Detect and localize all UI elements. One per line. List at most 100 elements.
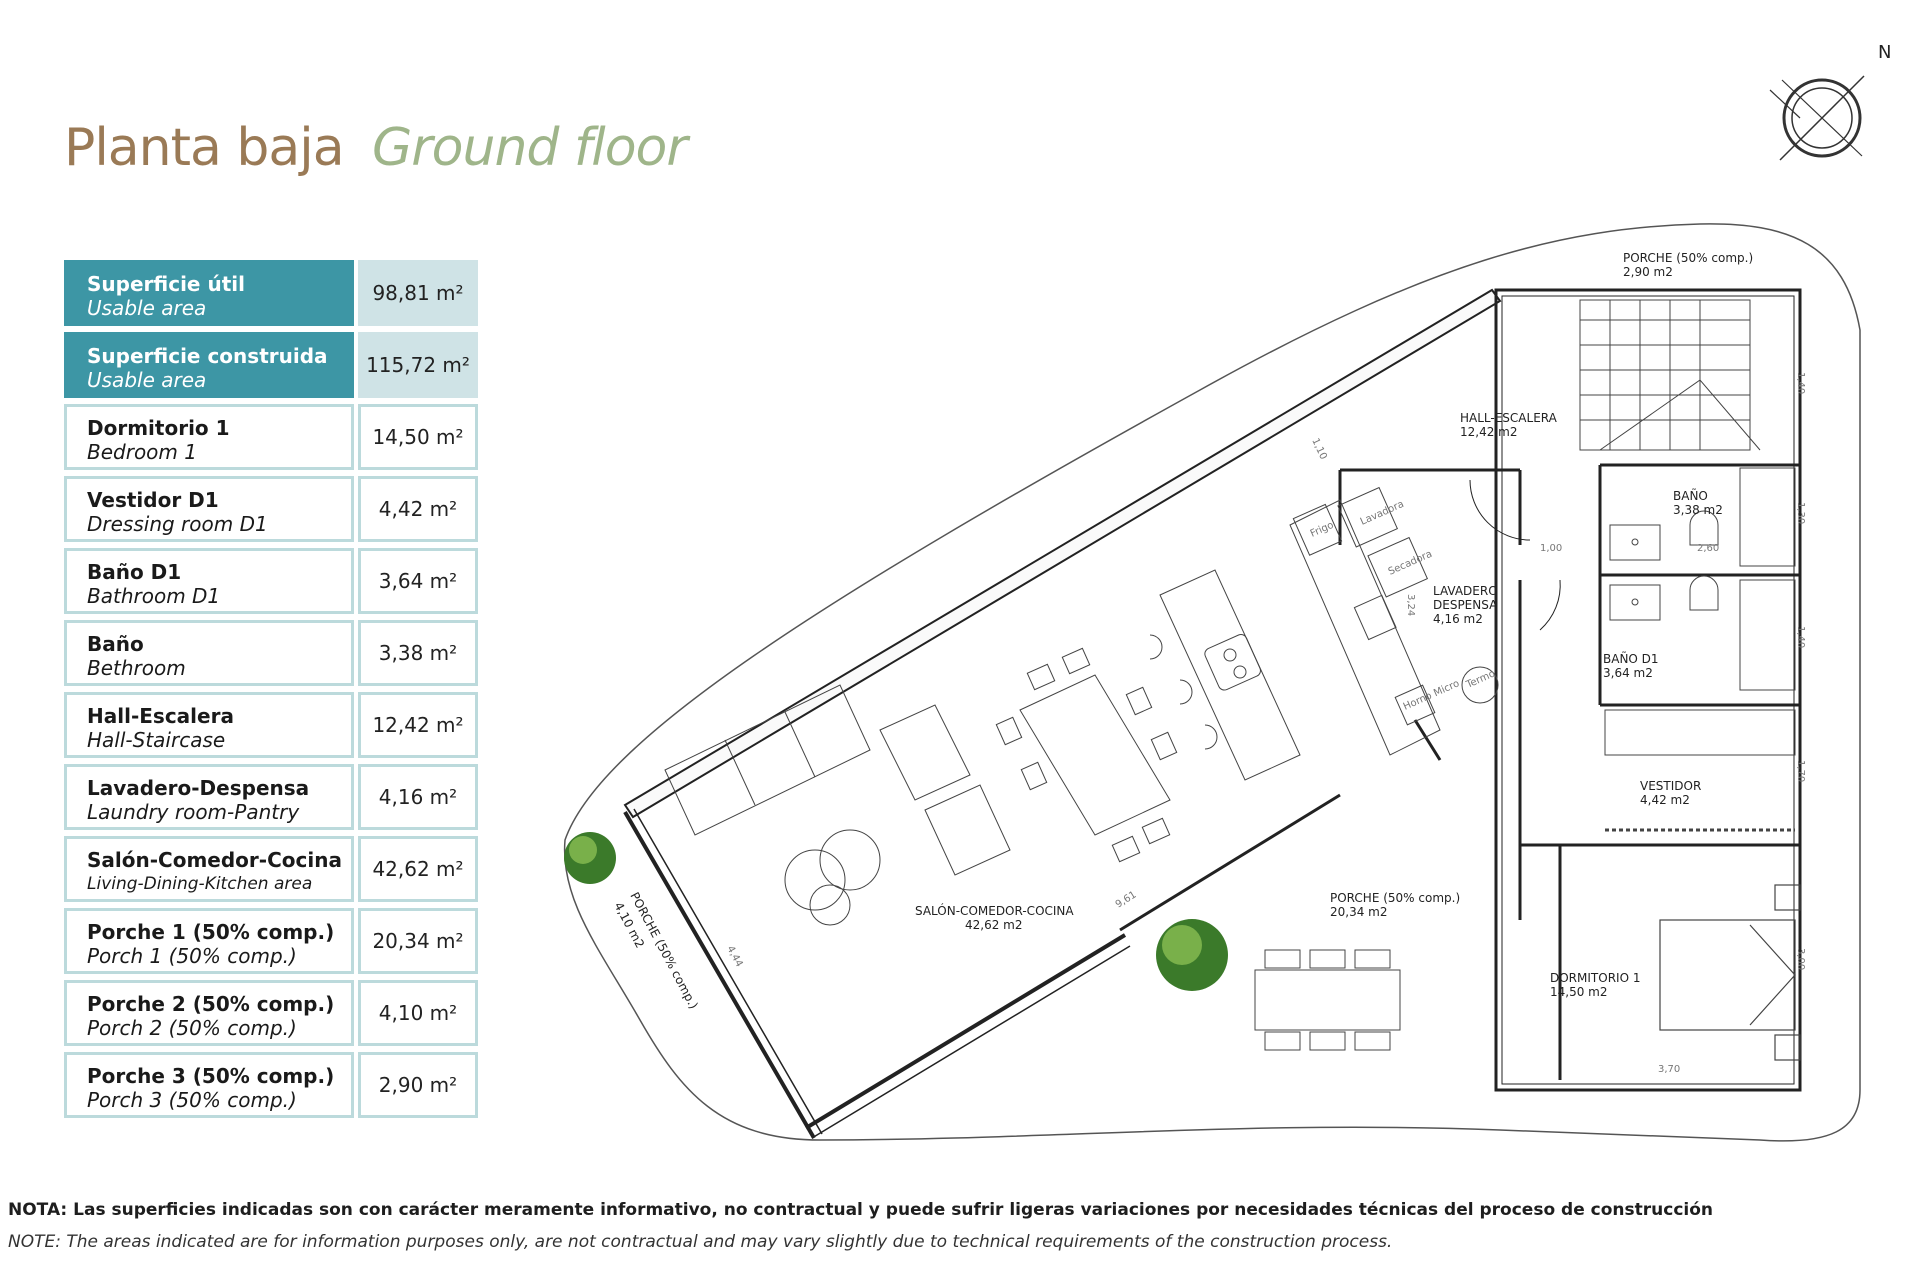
area-name-en: Dressing room D1 <box>87 512 268 536</box>
room-area: 3,38 m2 <box>1673 503 1723 517</box>
area-name-es: Lavadero-Despensa <box>87 776 310 800</box>
area-name-en: Usable area <box>87 296 207 320</box>
title-spanish: Planta baja <box>64 118 345 178</box>
area-value: 4,42 m² <box>358 476 478 542</box>
area-label: Porche 1 (50% comp.)Porch 1 (50% comp.) <box>64 908 354 974</box>
fixture-label: Frigo <box>1309 520 1336 540</box>
room-area: 42,62 m2 <box>965 918 1023 932</box>
room-area: 12,42 m2 <box>1460 425 1518 439</box>
wardrobe <box>1604 709 1796 832</box>
area-value: 3,38 m² <box>358 620 478 686</box>
area-name-es: Porche 3 (50% comp.) <box>87 1064 335 1088</box>
room-label: PORCHE (50% comp.) <box>1330 891 1460 905</box>
fixture-label: Horno Micro <box>1402 678 1461 713</box>
staircase <box>1579 299 1761 451</box>
kitchen-counter <box>1289 486 1499 756</box>
room-label: BAÑO <box>1673 488 1708 503</box>
area-name-en: Hall-Staircase <box>87 728 226 752</box>
area-row: Porche 1 (50% comp.)Porch 1 (50% comp.) … <box>64 908 484 974</box>
area-value: 2,90 m² <box>358 1052 478 1118</box>
bed-icon <box>1659 884 1801 1061</box>
area-value: 20,34 m² <box>358 908 478 974</box>
sofa <box>664 684 1011 926</box>
kitchen-island <box>1149 569 1301 781</box>
fixture-label: Termo <box>1464 668 1497 691</box>
room-label: BAÑO D1 <box>1603 651 1659 666</box>
area-name-es: Porche 1 (50% comp.) <box>87 920 335 944</box>
dimension-label: 3,70 <box>1658 1064 1680 1075</box>
area-name-en: Porch 2 (50% comp.) <box>87 1016 297 1040</box>
dimension-label: 1,40 <box>1795 372 1806 394</box>
note-english: NOTE: The areas indicated are for inform… <box>8 1232 1393 1252</box>
tree-icon <box>564 832 1228 991</box>
room-label: LAVADERO <box>1433 584 1498 598</box>
room-label: PORCHE (50% comp.) <box>1623 251 1753 265</box>
area-label: Porche 3 (50% comp.)Porch 3 (50% comp.) <box>64 1052 354 1118</box>
room-label: SALÓN-COMEDOR-COCINA <box>915 903 1074 918</box>
dimension-label: 3,24 <box>1405 594 1416 616</box>
area-label: Porche 2 (50% comp.)Porch 2 (50% comp.) <box>64 980 354 1046</box>
dimension-label: 1,40 <box>1795 626 1806 648</box>
dimension-label: 1,70 <box>1795 760 1806 782</box>
area-row: Porche 3 (50% comp.)Porch 3 (50% comp.) … <box>64 1052 484 1118</box>
room-area: 4,42 m2 <box>1640 793 1690 807</box>
dimension-label: 4,44 <box>724 944 744 969</box>
living-walls <box>623 288 1502 1140</box>
room-area: 4,16 m2 <box>1433 612 1483 626</box>
area-name-es: Baño <box>87 632 144 656</box>
area-name-en: Bethroom <box>87 656 186 680</box>
dimension-label: 3,00 <box>1795 948 1806 970</box>
room-labels: PORCHE (50% comp.) 2,90 m2 HALL-ESCALERA… <box>611 251 1753 1011</box>
bathroom-fixtures <box>1609 467 1796 691</box>
room-label: HALL-ESCALERA <box>1460 411 1558 425</box>
area-value: 4,16 m² <box>358 764 478 830</box>
room-area: 20,34 m2 <box>1330 905 1388 919</box>
area-value: 115,72 m² <box>358 332 478 398</box>
area-value: 4,10 m² <box>358 980 478 1046</box>
dimension-label: 2,60 <box>1697 543 1719 554</box>
area-name-en: Laundry room-Pantry <box>87 800 300 824</box>
room-label: PORCHE (50% comp.) <box>627 890 700 1011</box>
area-name-es: Salón-Comedor-Cocina <box>87 848 342 872</box>
note-spanish: NOTA: Las superficies indicadas son con … <box>8 1200 1714 1220</box>
room-label: VESTIDOR <box>1640 779 1701 793</box>
area-name-en: Bathroom D1 <box>87 584 221 608</box>
room-area: 2,90 m2 <box>1623 265 1673 279</box>
area-value: 42,62 m² <box>358 836 478 902</box>
dining-table <box>995 647 1178 863</box>
title-english: Ground floor <box>372 118 688 178</box>
fixture-label: Lavadora <box>1359 499 1406 528</box>
compass-icon: N <box>1769 42 1891 161</box>
outdoor-table <box>1254 949 1401 1051</box>
area-name-en: Bedroom 1 <box>87 440 197 464</box>
compass-north-label: N <box>1878 42 1891 63</box>
room-area: 14,50 m2 <box>1550 985 1608 999</box>
plot-outline <box>563 223 1861 1142</box>
area-name-es: Superficie construida <box>87 344 328 368</box>
area-value: 12,42 m² <box>358 692 478 758</box>
area-name-es: Vestidor D1 <box>87 488 219 512</box>
dimension-label: 1,10 <box>1309 437 1328 462</box>
dimension-label: 1,30 <box>1795 502 1806 524</box>
fixture-label: Secadora <box>1387 549 1434 578</box>
area-name-es: Dormitorio 1 <box>87 416 230 440</box>
room-label: DESPENSA <box>1433 598 1498 612</box>
dimension-label: 9,61 <box>1114 889 1139 910</box>
